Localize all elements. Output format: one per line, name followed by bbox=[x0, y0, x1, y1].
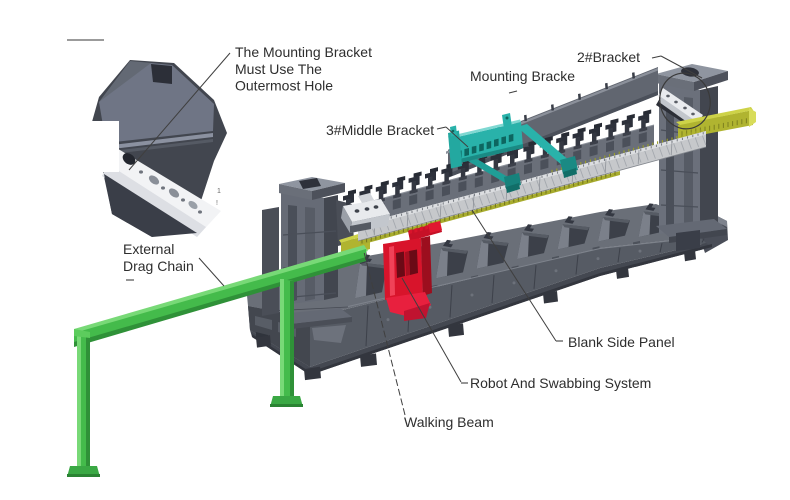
svg-text:Mounting Bracke: Mounting Bracke bbox=[470, 68, 575, 84]
svg-text:Blank Side Panel: Blank Side Panel bbox=[568, 334, 675, 350]
svg-text:The Mounting Bracket: The Mounting Bracket bbox=[235, 44, 372, 60]
svg-text:Must Use The: Must Use The bbox=[235, 61, 322, 77]
svg-text:1: 1 bbox=[217, 188, 221, 195]
svg-text:Walking Beam: Walking Beam bbox=[404, 414, 494, 430]
svg-text:!: ! bbox=[216, 200, 218, 207]
svg-text:Drag Chain: Drag Chain bbox=[123, 258, 194, 274]
svg-text:2#Bracket: 2#Bracket bbox=[577, 49, 640, 65]
svg-text:3#Middle Bracket: 3#Middle Bracket bbox=[326, 122, 434, 138]
svg-text:External: External bbox=[123, 241, 174, 257]
svg-text:Outermost Hole: Outermost Hole bbox=[235, 78, 333, 94]
svg-text:Robot And Swabbing System: Robot And Swabbing System bbox=[470, 375, 651, 391]
